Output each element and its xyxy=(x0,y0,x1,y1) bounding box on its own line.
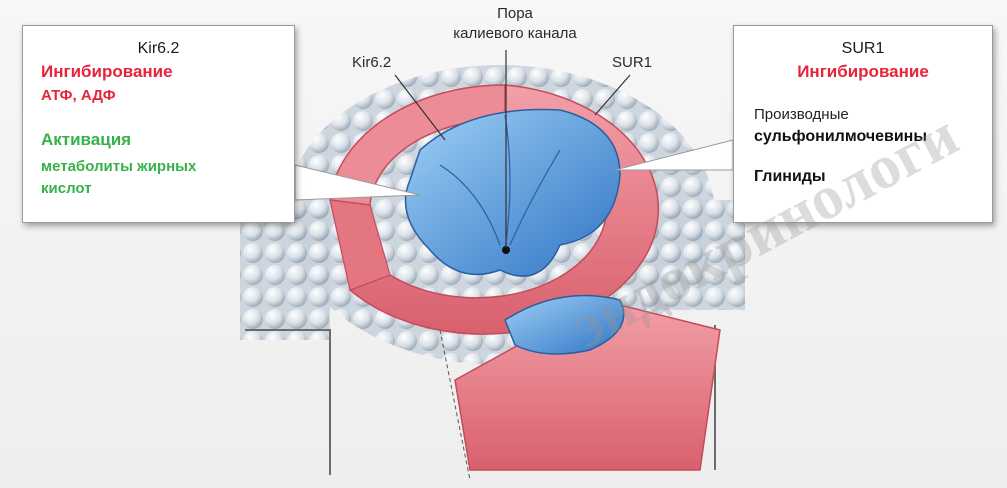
sur1-box-title: SUR1 xyxy=(754,40,992,58)
kir62-box-title: Kir6.2 xyxy=(41,40,294,58)
kir62-inhibition-heading: Ингибирование xyxy=(41,62,294,82)
kir62-label: Kir6.2 xyxy=(352,54,391,71)
pore-label: Пора калиевого канала xyxy=(430,4,600,44)
sur1-agent1-prefix: Производные xyxy=(754,106,992,123)
kir62-activators: метаболиты жирных кислот xyxy=(41,156,241,200)
kir62-activation-heading: Активация xyxy=(41,130,294,150)
kir62-inhibitors: АТФ, АДФ xyxy=(41,87,294,104)
sur1-label: SUR1 xyxy=(612,54,652,71)
kir62-callout-box: Kir6.2 Ингибирование АТФ, АДФ Активация … xyxy=(22,25,295,223)
pore-label-line2: калиевого канала xyxy=(430,24,600,44)
pore-label-line1: Пора xyxy=(430,4,600,24)
sur1-inhibition-heading: Ингибирование xyxy=(754,62,992,82)
